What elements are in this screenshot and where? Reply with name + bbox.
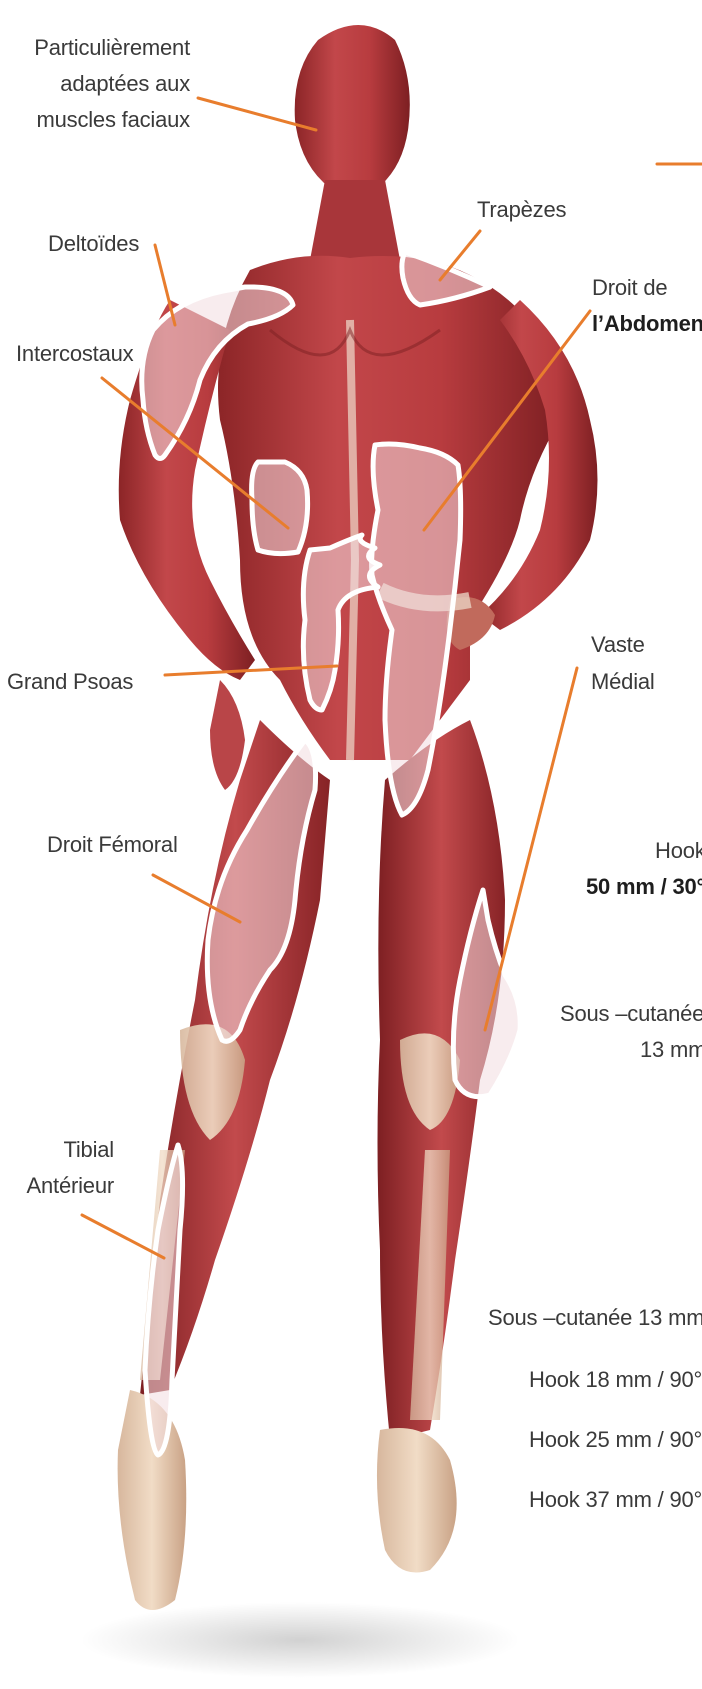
anatomy-figure-illustration <box>118 25 598 1610</box>
label-faciaux-line1: Particulièrement <box>34 30 190 66</box>
label-droit-abdomen-line1: Droit de <box>592 270 667 306</box>
label-droit-femoral: Droit Fémoral <box>47 827 178 863</box>
spec-hook-25: Hook 25 mm / 90° <box>529 1422 702 1458</box>
spec-hook-18: Hook 18 mm / 90° <box>529 1362 702 1398</box>
label-trapezes: Trapèzes <box>477 192 566 228</box>
label-grand-psoas: Grand Psoas <box>7 664 133 700</box>
spec-hook-37: Hook 37 mm / 90° <box>529 1482 702 1518</box>
zone-tibial-anterieur <box>145 1145 183 1455</box>
label-tibial-anterieur-line1: Tibial <box>63 1132 114 1168</box>
zone-intercostaux <box>252 462 308 554</box>
label-faciaux-line2: adaptées aux <box>60 66 190 102</box>
label-vaste-medial-line2: Médial <box>591 664 655 700</box>
spec-sous-cutanee-1-line1: Sous –cutanée <box>560 996 702 1032</box>
label-tibial-anterieur-line2: Antérieur <box>27 1168 114 1204</box>
label-droit-abdomen-line2: l’Abdomen <box>592 306 702 342</box>
label-faciaux-line3: muscles faciaux <box>36 102 190 138</box>
spec-hook-50-line2: 50 mm / 30° <box>586 869 702 905</box>
label-vaste-medial-line1: Vaste <box>591 627 645 663</box>
spec-sous-cutanee-2: Sous –cutanée 13 mm <box>488 1300 702 1336</box>
label-deltoides: Deltoïdes <box>48 226 139 262</box>
spec-hook-50-line1: Hook <box>655 833 702 869</box>
leader-line-tibial-anterieur <box>82 1215 164 1258</box>
label-intercostaux: Intercostaux <box>16 336 133 372</box>
spec-sous-cutanee-1-line2: 13 mm <box>640 1032 702 1068</box>
